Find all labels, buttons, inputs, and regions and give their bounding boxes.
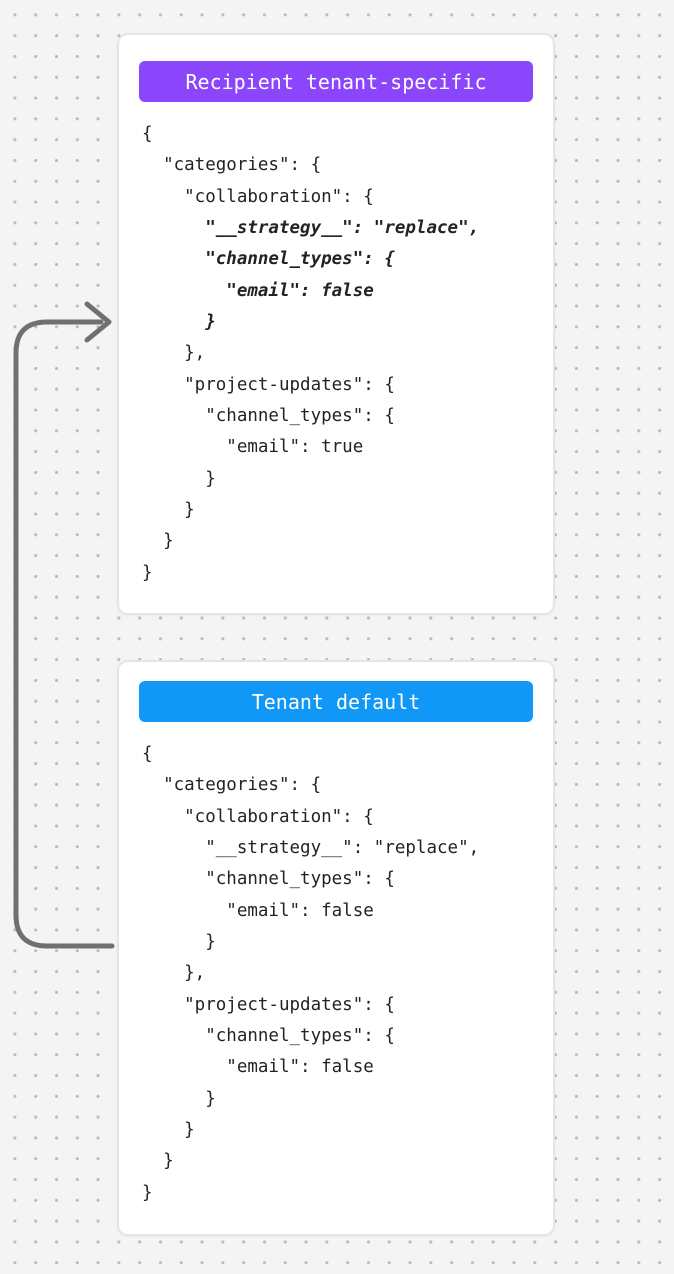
code-line: }	[142, 468, 216, 489]
code-line: "categories": {	[142, 775, 322, 796]
code-line: }	[142, 931, 216, 952]
code-line: }	[142, 1119, 195, 1140]
code-line: "channel_types": {	[142, 869, 395, 890]
code-line: "categories": {	[142, 155, 322, 176]
code-line: "project-updates": {	[142, 374, 395, 395]
card-tenant-default: Tenant default { "categories": { "collab…	[117, 660, 555, 1236]
code-line: }	[142, 499, 195, 520]
code-line: }	[142, 311, 216, 332]
code-line: "__strategy__": "replace",	[142, 837, 480, 858]
code-line: "email": false	[142, 900, 374, 921]
code-line: }	[142, 1088, 216, 1109]
code-line: },	[142, 963, 206, 984]
recipient-tenant-specific-badge: Recipient tenant-specific	[139, 61, 533, 102]
code-line: "channel_types": {	[142, 249, 395, 270]
arrow-line	[13, 319, 115, 949]
code-line: "__strategy__": "replace",	[142, 217, 480, 238]
recipient-json-code-block: { "categories": { "collaboration": { "__…	[119, 119, 553, 589]
code-line: }	[142, 1151, 174, 1172]
tenant-default-json-code-block: { "categories": { "collaboration": { "__…	[119, 739, 553, 1209]
code-line: "channel_types": {	[142, 405, 395, 426]
code-line: {	[142, 124, 153, 144]
code-line: "email": true	[142, 437, 364, 458]
code-line: }	[142, 1182, 153, 1203]
code-line: "email": false	[142, 280, 374, 301]
code-line: "project-updates": {	[142, 994, 395, 1015]
code-line: }	[142, 562, 153, 583]
code-line: "email": false	[142, 1057, 374, 1078]
code-line: },	[142, 343, 206, 364]
arrow-head-icon	[84, 301, 112, 343]
code-line: }	[142, 531, 174, 552]
tenant-default-badge: Tenant default	[139, 681, 533, 722]
card-recipient-tenant-specific: Recipient tenant-specific { "categories"…	[117, 33, 555, 615]
code-line: "channel_types": {	[142, 1025, 395, 1046]
code-line: "collaboration": {	[142, 806, 374, 827]
code-line: {	[142, 744, 153, 764]
code-line: "collaboration": {	[142, 186, 374, 207]
